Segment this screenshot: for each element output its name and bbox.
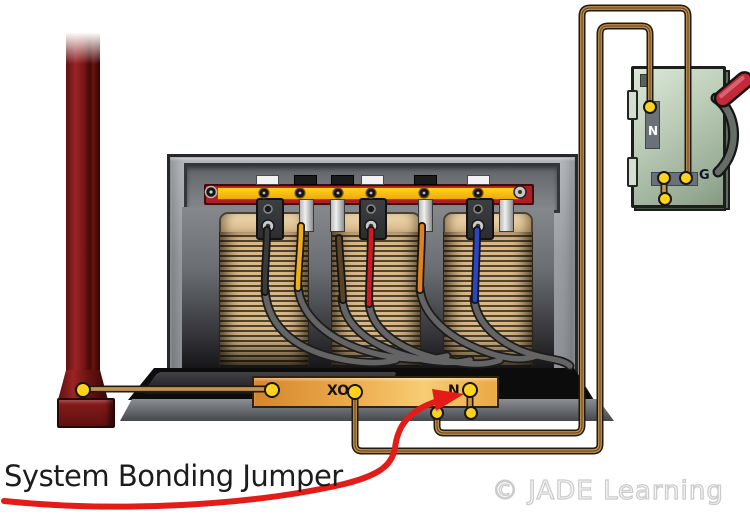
busbar-tab bbox=[294, 175, 317, 185]
hinge bbox=[627, 157, 638, 187]
terminal-block bbox=[466, 198, 494, 240]
neutral-busbar: XO N bbox=[252, 376, 499, 408]
building-steel-column-flare bbox=[58, 370, 108, 400]
busbar-strap bbox=[499, 199, 514, 232]
coil-windings bbox=[219, 232, 309, 366]
xo-terminal-label: XO bbox=[327, 383, 350, 399]
busbar-tab bbox=[414, 175, 437, 185]
terminal-block bbox=[359, 198, 387, 240]
coil-windings bbox=[443, 232, 533, 366]
disconnect-ground-bus bbox=[651, 172, 698, 186]
building-steel-column bbox=[66, 30, 100, 372]
watermark: © JADE Learning bbox=[491, 475, 724, 506]
busbar-tab bbox=[256, 175, 279, 185]
busbar-strap bbox=[330, 199, 345, 232]
busbar-tab bbox=[467, 175, 490, 185]
neutral-bus-label: N bbox=[648, 124, 659, 138]
coil-windings bbox=[331, 232, 421, 366]
ground-bus-label: G bbox=[699, 168, 710, 183]
busbar-tab bbox=[331, 175, 354, 185]
building-steel-column-base bbox=[57, 398, 115, 428]
busbar-strap bbox=[299, 199, 314, 232]
hinge bbox=[627, 90, 638, 120]
building-steel-column-fade bbox=[60, 28, 106, 64]
caption-system-bonding-jumper: System Bonding Jumper bbox=[4, 459, 343, 493]
disconnect-neutral-bus: N bbox=[645, 101, 660, 149]
label-plate bbox=[640, 74, 653, 87]
busbar-strap bbox=[418, 199, 433, 232]
neutral-terminal-label: N bbox=[448, 383, 460, 399]
busbar-tab bbox=[361, 175, 384, 185]
terminal-block bbox=[256, 198, 284, 240]
